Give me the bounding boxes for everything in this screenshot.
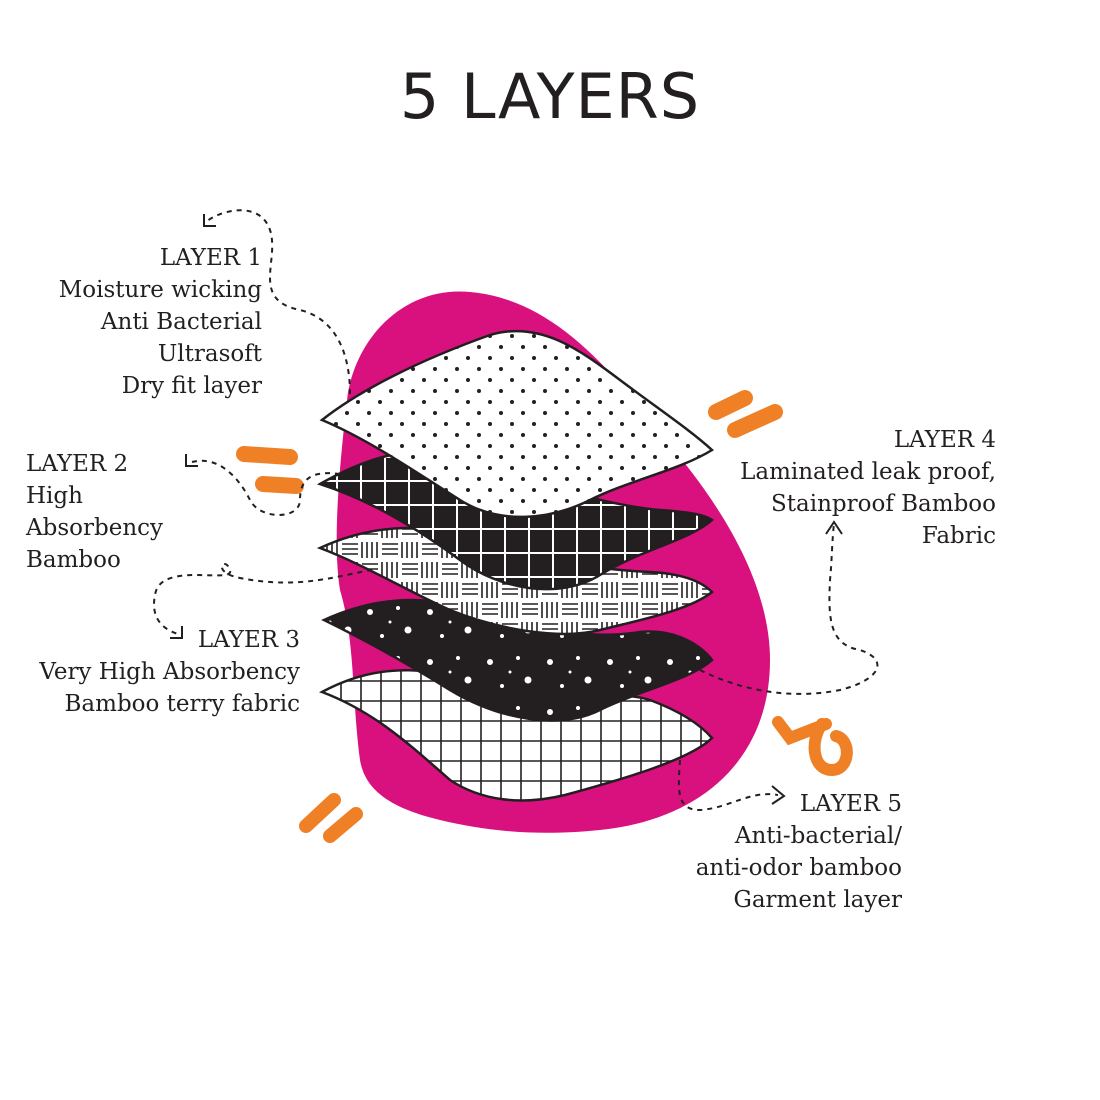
layer-4-heading: LAYER 4 [893, 427, 996, 453]
layer-1-line: Moisture wicking [58, 277, 262, 303]
connector-arrows [153, 209, 879, 812]
layer-1-line: Ultrasoft [157, 341, 262, 367]
layer-3-heading: LAYER 3 [197, 627, 300, 653]
layer-5-line: Garment layer [733, 887, 902, 913]
page-title: 5 LAYERS [399, 60, 701, 133]
layer-5-label: LAYER 5 Anti-bacterial/ anti-odor bamboo… [696, 788, 902, 916]
layer-2-line: Bamboo [26, 547, 121, 573]
layer-1-heading: LAYER 1 [159, 245, 262, 271]
layer-5-line: anti-odor bamboo [695, 855, 902, 881]
layer-2-line: High [26, 483, 83, 509]
layer-3-line: Bamboo terry fabric [64, 691, 300, 717]
layer-3-label: LAYER 3 Very High Absorbency Bamboo terr… [39, 624, 300, 720]
orange-accents [236, 390, 853, 843]
layer-1-label: LAYER 1 Moisture wicking Anti Bacterial … [59, 242, 262, 402]
layer-3-line: Very High Absorbency [39, 659, 300, 685]
layer-2-line: Absorbency [26, 515, 164, 541]
layer-5-heading: LAYER 5 [799, 791, 902, 817]
layer-5-line: Anti-bacterial/ [734, 823, 902, 849]
layer-4-label: LAYER 4 Laminated leak proof, Stainproof… [740, 424, 996, 552]
layer-1-line: Dry fit layer [121, 373, 262, 399]
layer-4-line: Fabric [921, 523, 996, 549]
layer-4-line: Laminated leak proof, [740, 459, 996, 485]
arrow-heads [170, 214, 843, 805]
layer-4-line: Stainproof Bamboo [771, 491, 996, 517]
layer-1-line: Anti Bacterial [100, 309, 262, 335]
layer-2-heading: LAYER 2 [26, 451, 129, 477]
layer-2-label: LAYER 2 High Absorbency Bamboo [26, 448, 163, 576]
